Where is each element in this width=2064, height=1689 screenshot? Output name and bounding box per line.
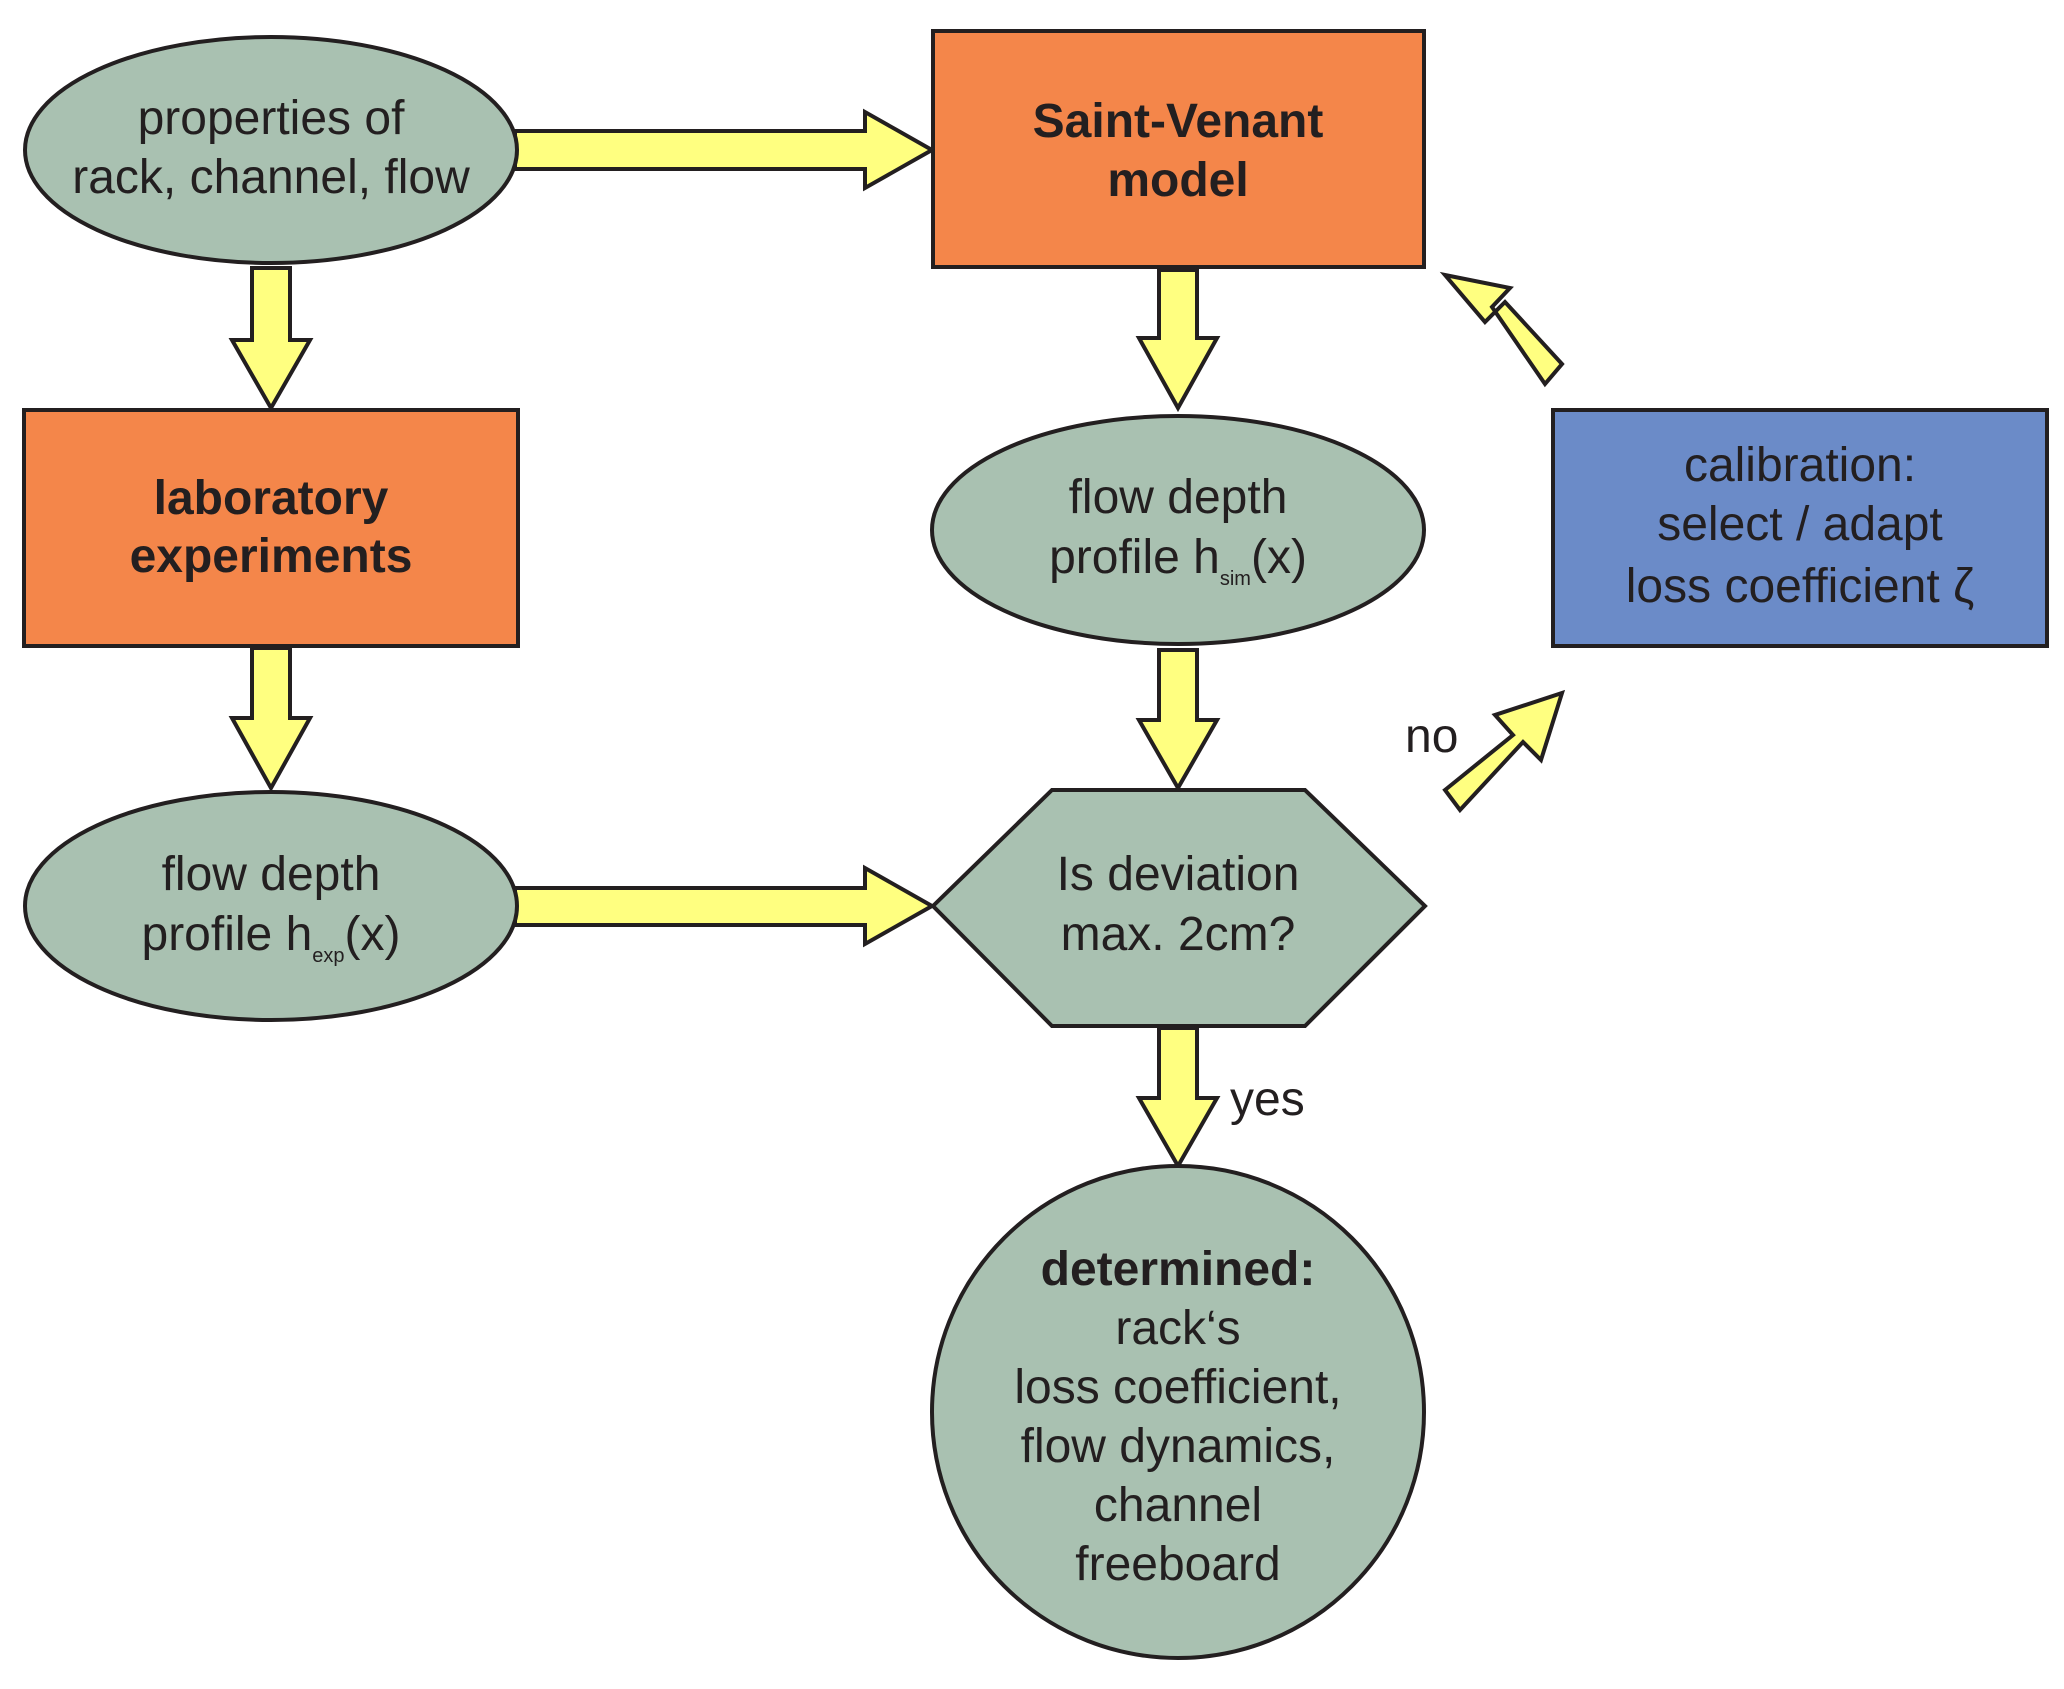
arrow-laboratory-to-flow-exp [228, 646, 314, 793]
saint-venant-line1: Saint-Venant [1033, 95, 1324, 148]
arrow-decision-to-calibration [1442, 689, 1566, 814]
flow-sim-line1: flow depth [1069, 471, 1288, 524]
decision-line2: max. 2cm? [1061, 908, 1296, 961]
properties-line2: rack, channel, flow [72, 151, 470, 204]
node-determined: determined: rack‘s loss coefficient, flo… [930, 1164, 1426, 1660]
calibration-line1: calibration: [1684, 439, 1916, 492]
arrows [228, 108, 1566, 1171]
arrow-decision-to-determined [1135, 1026, 1221, 1171]
determined-line2: rack‘s [1115, 1302, 1240, 1355]
determined-circle [930, 1164, 1426, 1660]
decision-line1: Is deviation [1057, 848, 1300, 901]
laboratory-line2: experiments [130, 530, 413, 583]
flow-sim-line2: profile hsim(x) [1049, 531, 1307, 590]
node-decision: Is deviation max. 2cm? [930, 788, 1428, 1028]
edge-label-no: no [1405, 710, 1458, 763]
arrow-saint-venant-to-flow-sim [1135, 268, 1221, 413]
arrow-flow-sim-to-decision [1135, 648, 1221, 793]
properties-ellipse [23, 35, 519, 265]
saint-venant-line2: model [1107, 154, 1248, 207]
flow-exp-ellipse [23, 790, 519, 1022]
laboratory-line1: laboratory [154, 472, 389, 525]
determined-line3: loss coefficient, [1014, 1361, 1341, 1414]
node-calibration: calibration: select / adapt loss coeffic… [1551, 408, 2049, 648]
node-flow-depth-sim: flow depth profile hsim(x) [930, 414, 1426, 646]
flow-sim-ellipse [930, 414, 1426, 646]
properties-line1: properties of [138, 92, 405, 145]
determined-line6: freeboard [1075, 1538, 1280, 1591]
saint-venant-box [931, 29, 1426, 269]
calibration-line2: select / adapt [1657, 498, 1943, 551]
flow-exp-line1: flow depth [162, 848, 381, 901]
node-properties: properties of rack, channel, flow [23, 35, 519, 265]
edge-label-yes: yes [1230, 1073, 1305, 1126]
laboratory-box [22, 408, 520, 648]
determined-line1: determined: [1041, 1243, 1316, 1296]
determined-line4: flow dynamics, [1021, 1420, 1336, 1473]
calibration-line3: loss coefficient ζ [1626, 560, 1974, 613]
arrow-flow-exp-to-decision [513, 864, 937, 948]
node-flow-depth-exp: flow depth profile hexp(x) [23, 790, 519, 1022]
arrow-calibration-to-saint-venant [1439, 271, 1565, 388]
flow-exp-line2: profile hexp(x) [142, 908, 401, 967]
determined-line5: channel [1094, 1479, 1262, 1532]
arrow-properties-to-laboratory [228, 266, 314, 413]
node-saint-venant-model: Saint-Venant model [931, 29, 1426, 269]
arrow-properties-to-saint-venant [513, 108, 937, 192]
calibration-box [1551, 408, 2049, 648]
node-laboratory-experiments: laboratory experiments [22, 408, 520, 648]
decision-hexagon [930, 788, 1428, 1028]
